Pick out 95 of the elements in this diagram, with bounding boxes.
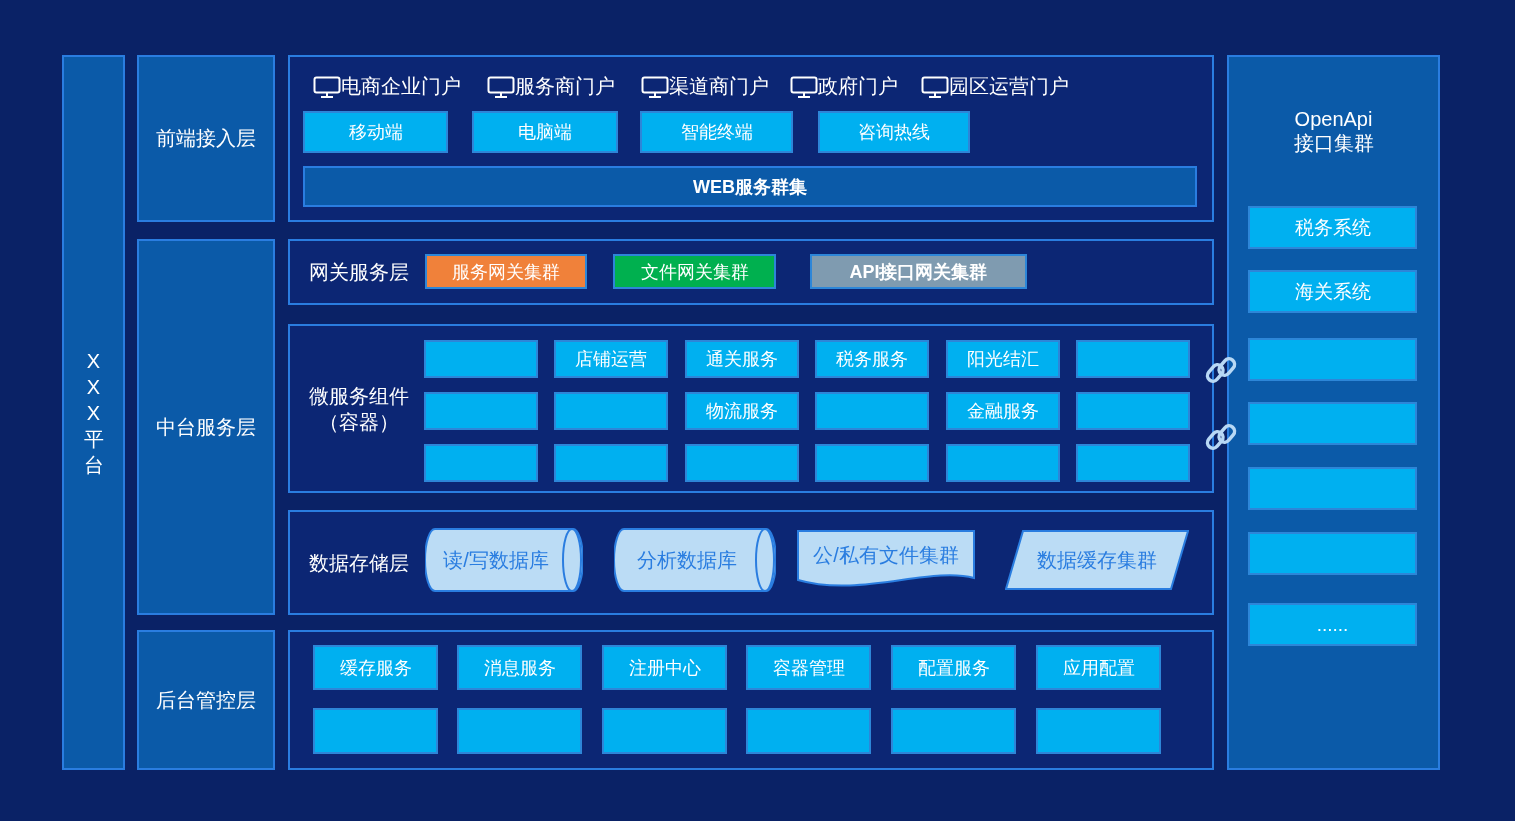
empty-box xyxy=(1036,708,1161,754)
box-label: 消息服务 xyxy=(483,656,556,680)
box-label: 咨询热线 xyxy=(858,121,930,144)
service-box xyxy=(1248,206,1417,249)
empty-box xyxy=(1076,340,1190,378)
empty-box xyxy=(424,392,538,430)
layer-panel xyxy=(288,324,1214,493)
layer-panel xyxy=(288,510,1214,615)
empty-box xyxy=(424,340,538,378)
box-label: 注册中心 xyxy=(628,656,701,680)
empty-box xyxy=(1248,338,1417,381)
gateway-box xyxy=(613,254,776,289)
box-label: API接口网关集群 xyxy=(849,260,988,284)
box-label: 通关服务 xyxy=(706,348,778,371)
empty-box xyxy=(1248,402,1417,445)
service-box xyxy=(303,111,448,153)
empty-box xyxy=(1248,532,1417,575)
service-box xyxy=(457,645,582,690)
portal-label: 渠道商门户 xyxy=(669,74,769,99)
empty-box xyxy=(1076,444,1190,482)
empty-box xyxy=(685,444,799,482)
empty-box xyxy=(815,392,929,430)
gateway-box xyxy=(425,254,587,289)
box-label: 文件网关集群 xyxy=(640,260,749,284)
shape-label: 数据缓存集群 xyxy=(1037,547,1157,573)
empty-box xyxy=(891,708,1016,754)
box-label: ...... xyxy=(1316,613,1349,636)
gateway-box xyxy=(810,254,1027,289)
service-box xyxy=(602,645,727,690)
service-box xyxy=(313,645,438,690)
box-label: 缓存服务 xyxy=(339,656,412,680)
layer-panel xyxy=(288,55,1214,222)
service-box xyxy=(640,111,793,153)
box-label: 配置服务 xyxy=(917,656,990,680)
layer-title: 前端接入层 xyxy=(156,126,256,151)
layer-panel xyxy=(288,630,1214,770)
box-label: 阳光结汇 xyxy=(967,348,1039,371)
service-bar xyxy=(303,166,1197,207)
empty-box xyxy=(554,444,668,482)
layer-title: 微服务组件（容器） xyxy=(308,383,410,435)
layer-title: 中台服务层 xyxy=(156,414,256,440)
empty-box xyxy=(424,444,538,482)
platform-column xyxy=(62,55,125,770)
empty-box xyxy=(746,708,871,754)
service-box xyxy=(946,340,1060,378)
box-label: 容器管理 xyxy=(772,656,845,680)
layer-band xyxy=(137,630,275,770)
portal-label: 服务商门户 xyxy=(515,74,615,99)
service-box xyxy=(746,645,871,690)
service-box xyxy=(815,340,929,378)
layer-title: 数据存储层 xyxy=(308,550,410,576)
layer-title: 网关服务层 xyxy=(308,260,410,285)
box-label: 服务网关集群 xyxy=(452,260,560,284)
box-label: 智能终端 xyxy=(680,121,753,144)
empty-box xyxy=(946,444,1060,482)
layer-title: 后台管控层 xyxy=(156,687,256,713)
service-box xyxy=(685,340,799,378)
box-label: 店铺运营 xyxy=(575,348,647,371)
empty-box xyxy=(815,444,929,482)
service-box xyxy=(1036,645,1161,690)
portal-label: 政府门户 xyxy=(818,74,898,99)
service-box xyxy=(1248,603,1417,646)
service-box xyxy=(818,111,970,153)
shape-label: 分析数据库 xyxy=(637,547,737,573)
service-box xyxy=(1248,270,1417,313)
api-cluster-panel xyxy=(1227,55,1440,770)
service-box xyxy=(472,111,618,153)
box-label: 海关系统 xyxy=(1294,279,1371,304)
platform-title: XXX平台 xyxy=(83,348,104,478)
box-label: 金融服务 xyxy=(967,400,1039,423)
empty-box xyxy=(602,708,727,754)
service-box xyxy=(554,340,668,378)
empty-box xyxy=(313,708,438,754)
empty-box xyxy=(1248,467,1417,510)
box-label: WEB服务群集 xyxy=(693,175,807,199)
service-box xyxy=(946,392,1060,430)
service-box xyxy=(685,392,799,430)
panel-title: OpenApi接口集群 xyxy=(1292,107,1375,155)
empty-box xyxy=(1076,392,1190,430)
box-label: 电脑端 xyxy=(518,121,572,144)
empty-box xyxy=(554,392,668,430)
layer-band xyxy=(137,55,275,222)
box-label: 税务系统 xyxy=(1294,215,1371,240)
portal-label: 电商企业门户 xyxy=(341,74,461,99)
service-box xyxy=(891,645,1016,690)
box-label: 税务服务 xyxy=(836,348,908,371)
portal-label: 园区运营门户 xyxy=(949,74,1069,99)
shape-label: 公/私有文件集群 xyxy=(813,542,959,568)
box-label: 应用配置 xyxy=(1062,656,1135,680)
empty-box xyxy=(457,708,582,754)
shape-label: 读/写数据库 xyxy=(443,547,549,573)
box-label: 物流服务 xyxy=(706,400,778,423)
layer-band xyxy=(137,239,275,615)
layer-panel xyxy=(288,239,1214,305)
box-label: 移动端 xyxy=(348,121,403,144)
